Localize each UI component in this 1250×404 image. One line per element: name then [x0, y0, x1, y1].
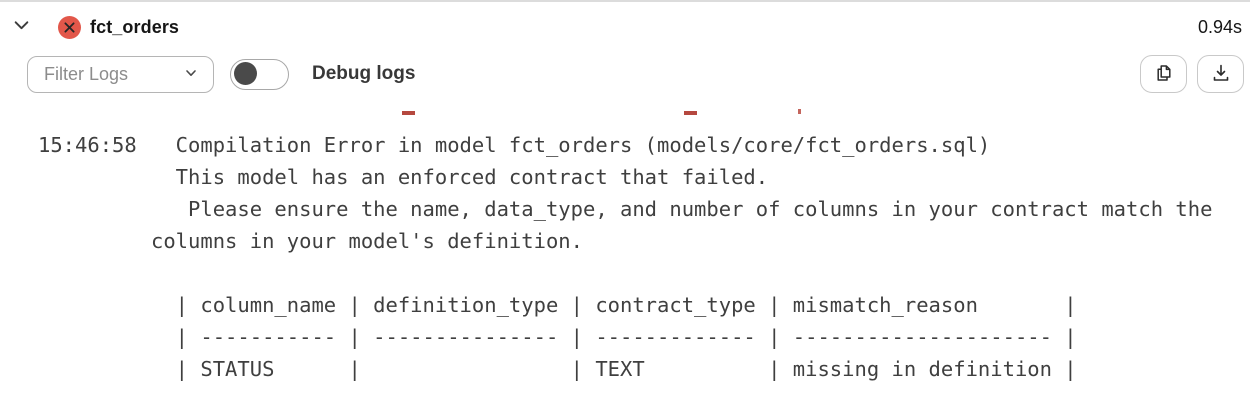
- filter-logs-label: Filter Logs: [44, 63, 129, 84]
- collapse-chevron-button[interactable]: [10, 16, 32, 38]
- toggle-knob: [234, 62, 257, 85]
- log-error-message: Compilation Error in model fct_orders (m…: [151, 133, 1213, 381]
- log-entry-compilation-error: 15:46:58 Compilation Error in model fct_…: [0, 129, 1250, 385]
- debug-logs-toggle[interactable]: [230, 58, 289, 90]
- filter-logs-dropdown[interactable]: Filter Logs: [27, 55, 214, 93]
- download-logs-button[interactable]: [1197, 55, 1244, 93]
- log-timestamp: 15:46:58: [38, 133, 137, 157]
- clipped-error-text-fragment: [402, 111, 415, 115]
- log-actions: [1140, 55, 1244, 93]
- run-duration: 0.94s: [1197, 16, 1242, 37]
- clipped-error-text-fragment: [684, 111, 697, 115]
- error-status-icon: [58, 15, 81, 39]
- log-toolbar: Filter Logs Debug logs: [0, 52, 1250, 96]
- debug-logs-label: Debug logs: [312, 63, 416, 84]
- chevron-down-icon: [13, 17, 30, 37]
- clipped-error-text-fragment: [798, 109, 801, 114]
- download-icon: [1210, 62, 1232, 87]
- copy-logs-button[interactable]: [1140, 55, 1187, 93]
- log-output-viewport[interactable]: 15:46:58 Compilation Error in model fct_…: [0, 96, 1250, 404]
- chevron-down-icon: [184, 66, 198, 83]
- log-panel-header: fct_orders 0.94s: [0, 2, 1250, 52]
- model-name: fct_orders: [90, 16, 180, 37]
- copy-icon: [1153, 62, 1175, 87]
